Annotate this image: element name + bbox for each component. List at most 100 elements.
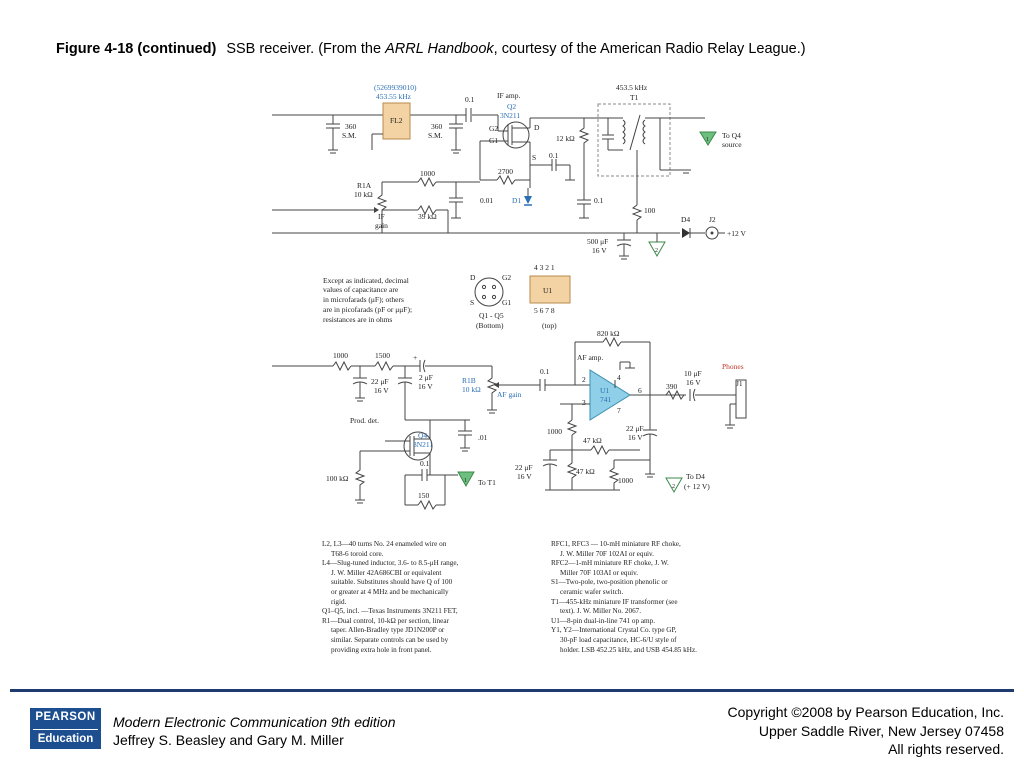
pearson-education-logo: PEARSON Education	[30, 708, 101, 749]
source-cap-label: 0.1	[549, 151, 559, 160]
c22b-label: 22 μF	[626, 424, 644, 433]
c01d-label: 0.1	[420, 459, 430, 468]
r1b-value: 10 kΩ	[462, 385, 481, 394]
to-q4-label: To Q4	[722, 131, 741, 140]
bottom-triangle-2-label: 2	[672, 484, 675, 490]
logo-top-text: PEARSON	[35, 711, 96, 723]
note-left-line: R1—Dual control, 10-kΩ per section, line…	[322, 616, 449, 625]
if-gain-label-1: IF	[378, 212, 385, 221]
phones-jack	[735, 379, 747, 419]
book-info: Modern Electronic Communication 9th edit…	[113, 713, 395, 749]
c360a-value: 360	[345, 122, 357, 131]
plus-12v-label: +12 V	[727, 229, 746, 238]
to-t1-label: To T1	[478, 478, 496, 487]
q2-g2-label: G2	[489, 124, 498, 133]
c2-voltage: 16 V	[418, 382, 433, 391]
c001-label: 0.01	[480, 196, 493, 205]
figure-caption: Figure 4-18 (continued) SSB receiver. (Fr…	[56, 41, 806, 57]
r1b-label: R1B	[462, 376, 476, 385]
r150-label: 150	[418, 491, 430, 500]
note-right-line: Miller 70F 103AI or equiv.	[560, 568, 638, 577]
af-amp-label: AF amp.	[577, 353, 603, 362]
note-right-line: J. W. Miller 70F 102AI or equiv.	[560, 549, 654, 558]
q4-fet	[403, 431, 433, 461]
to-d4-label: To D4	[686, 472, 705, 481]
c01e-label: .01	[478, 433, 488, 442]
c10-label: 10 μF	[684, 369, 702, 378]
q4-label: Q4	[418, 431, 427, 440]
book-title: Modern Electronic Communication 9th edit…	[113, 714, 396, 730]
bottom-circuit-labels: 820 kΩ AF amp. 1000 1500 + 22 μF 16 V 2 …	[326, 329, 744, 500]
u1-op-amp	[589, 369, 631, 421]
r820k-label: 820 kΩ	[597, 329, 620, 338]
figure-label: Figure 4-18 (continued)	[56, 41, 217, 57]
d1-label: D1	[512, 196, 521, 205]
r1000-label: 1000	[420, 169, 435, 178]
fl2-frequency-label: 453.55 kHz	[376, 92, 412, 101]
plus-label: +	[413, 353, 417, 362]
fl2-label: FL2	[390, 116, 403, 125]
q4-type-label: 3N211	[413, 440, 433, 449]
c360a-type: S.M.	[342, 131, 357, 140]
prod-det-label: Prod. det.	[350, 416, 379, 425]
c2-label: 2 μF	[419, 373, 433, 382]
copyright-line-3: All rights reserved.	[888, 741, 1004, 757]
note-left-line: J. W. Miller 42A686CBI or equivalent	[331, 568, 442, 577]
note-left-line: L2, L3—40 turns No. 24 enameled wire on	[322, 540, 447, 548]
c22c-label: 22 μF	[515, 463, 533, 472]
legend-line-1: Except as indicated, decimal	[323, 276, 409, 285]
j1-label: J1	[736, 379, 743, 388]
c500-voltage: 16 V	[592, 246, 607, 255]
plus-12v-bottom-label: (+ 12 V)	[684, 482, 710, 491]
d4-label: D4	[681, 215, 690, 224]
r100-label: 100	[644, 206, 656, 215]
note-left-line: L4—Slug-tuned inductor, 3.6- to 8.5-μH r…	[322, 559, 459, 568]
c22-voltage: 16 V	[374, 386, 389, 395]
note-right-line: holder. LSB 452.25 kHz, and USB 454.85 k…	[560, 645, 697, 654]
caption-text-end: , courtesy of the American Radio Relay L…	[493, 41, 806, 57]
footer-divider	[10, 689, 1014, 692]
triangle-2-label: 2	[655, 248, 658, 254]
c10-voltage: 16 V	[686, 378, 701, 387]
u1-type-label: 741	[600, 395, 612, 404]
input-cap-label: 0.1	[465, 95, 475, 104]
pin7-label: 7	[617, 406, 621, 415]
r39k-label: 39 kΩ	[418, 212, 437, 221]
note-left-line: providing extra hole in front panel.	[331, 645, 432, 654]
q-bottom-label: (Bottom)	[476, 321, 504, 330]
c01c-label: 0.1	[594, 196, 604, 205]
u1-bottom-pins: 5 6 7 8	[534, 306, 555, 315]
note-right-line: Y1, Y2—International Crystal Co. type GP…	[551, 626, 677, 635]
q2-label: Q2	[507, 102, 516, 111]
note-left-line: taper. Allen-Bradley type JD1N200P or	[331, 626, 445, 635]
legend-line-4: are in picofarads (pF or μμF);	[323, 305, 412, 314]
bottom-triangle-1-label: 1	[464, 478, 467, 484]
fl2-filter	[382, 102, 411, 140]
c360b-value: 360	[431, 122, 443, 131]
c01-coupling-label: 0.1	[540, 367, 550, 376]
note-left-line: suitable. Substitutes should have Q of 1…	[331, 578, 453, 587]
u1-top-pins: 4 3 2 1	[534, 263, 555, 272]
note-left-line: rigid.	[331, 597, 347, 606]
r1000c-label: 1000	[618, 476, 633, 485]
caption-text: SSB receiver. (From the	[226, 41, 386, 57]
top-circuit	[272, 102, 725, 260]
u1-package	[529, 275, 571, 304]
if-amp-label: IF amp.	[497, 91, 520, 100]
pin2-label: 2	[582, 375, 586, 384]
fl2-part-label: (5269939010)	[374, 83, 417, 92]
r1000b-label: 1000	[547, 427, 562, 436]
pin3-label: 3	[582, 398, 586, 407]
c360b-type: S.M.	[428, 131, 443, 140]
note-right-line: text). J. W. Miller No. 2067.	[560, 607, 642, 616]
note-right-line: 30-pF load capacitance, HC-6/U style of	[560, 635, 677, 644]
r1500-label: 1500	[375, 351, 390, 360]
legend-line-2: values of capacitance are	[323, 285, 399, 294]
r2700-label: 2700	[498, 167, 513, 176]
q2-s-label: S	[532, 153, 536, 162]
note-right-line: U1—8-pin dual-in-line 741 op amp.	[551, 616, 656, 625]
q2-g1-label: G1	[489, 136, 498, 145]
pin-d-label: D	[470, 273, 476, 282]
pin-g1-label: G1	[502, 298, 511, 307]
parts-notes-right: RFC1, RFC3 — 10-mH miniature RF choke, J…	[551, 540, 697, 655]
